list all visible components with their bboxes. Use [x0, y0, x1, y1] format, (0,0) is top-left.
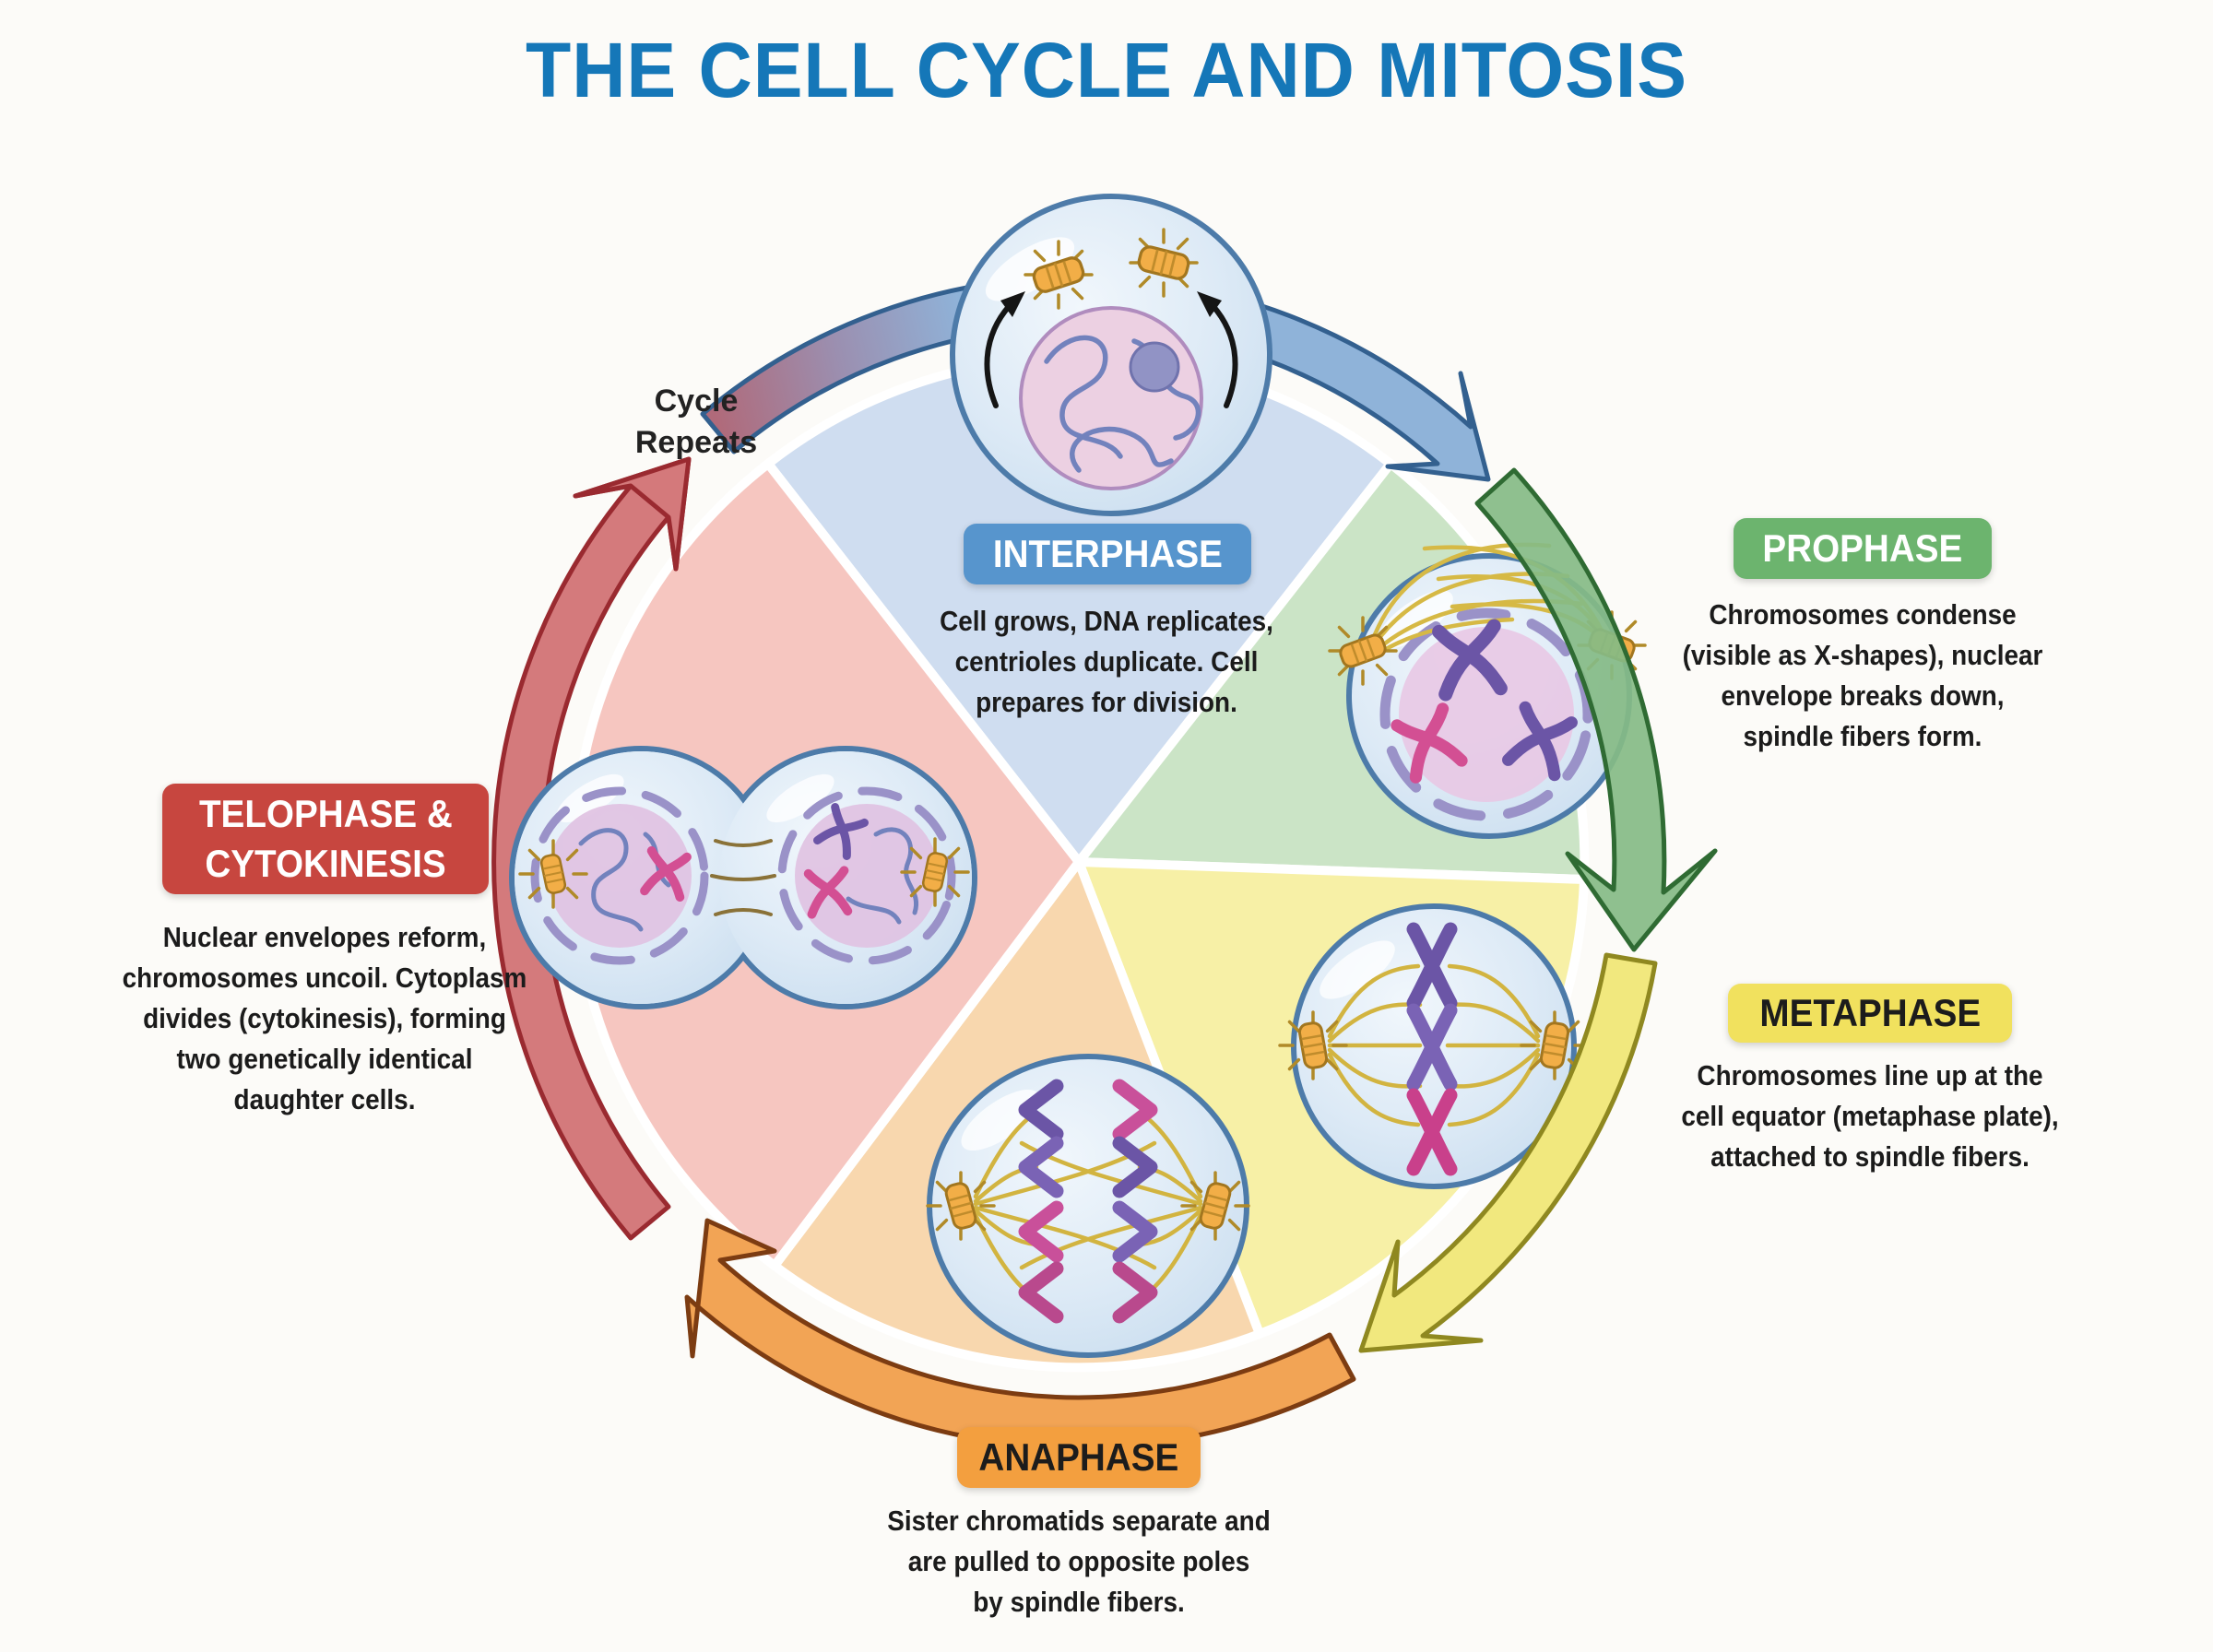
desc-line: are pulled to opposite poles: [907, 1545, 1250, 1577]
desc-line: Chromosomes line up at the: [1697, 1059, 2043, 1092]
nucleolus: [1129, 341, 1180, 393]
phase-badge-anaphase: ANAPHASE: [957, 1427, 1201, 1488]
desc-line: Sister chromatids separate and: [887, 1504, 1271, 1537]
nuclear-envelope: [777, 786, 956, 965]
cycle-arrows: [491, 274, 1718, 1450]
interphase-cell-illustration: [950, 194, 1272, 516]
nucleus: [1019, 306, 1203, 490]
duplication-arrow-icon: [984, 291, 1238, 408]
desc-line: Chromosomes condense: [1709, 598, 2017, 631]
telophase-cells-illustration: [509, 746, 977, 1009]
desc-line: cell equator (metaphase plate),: [1681, 1100, 2059, 1132]
phase-badge-interphase: INTERPHASE: [964, 524, 1251, 584]
desc-line: spindle fibers form.: [1743, 720, 1982, 752]
metaphase-cell-illustration: [1278, 903, 1590, 1189]
nucleus: [1399, 627, 1574, 802]
phase-description-interphase: Cell grows, DNA replicates, centrioles d…: [858, 601, 1355, 723]
desc-line: Cell grows, DNA replicates,: [940, 605, 1273, 637]
phase-badge-label: ANAPHASE: [978, 1435, 1179, 1479]
desc-line: divides (cytokinesis), forming: [143, 1002, 506, 1034]
cell-shine: [961, 1089, 1040, 1151]
nuclear-envelope-fragments: [1379, 608, 1593, 821]
cycle-repeats-line: Repeats: [634, 425, 758, 460]
desc-line: envelope breaks down,: [1721, 679, 2005, 712]
phase-badge-prophase: PROPHASE: [1734, 518, 1992, 579]
desc-line: chromosomes uncoil. Cytoplasm: [122, 962, 527, 994]
phase-description-anaphase: Sister chromatids separate and are pulle…: [838, 1501, 1320, 1622]
phase-badge-label: INTERPHASE: [992, 532, 1223, 575]
cycle-arrow-metaphase: [1358, 952, 1658, 1353]
phase-badge-label: TELOPHASE &: [198, 792, 453, 835]
cycle-arrow-prophase: [1474, 467, 1718, 952]
phase-badge-label: CYTOKINESIS: [205, 842, 446, 885]
cell-shine: [766, 773, 834, 823]
desc-line: by spindle fibers.: [973, 1586, 1185, 1618]
page-title: THE CELL CYCLE AND MITOSIS: [525, 27, 1688, 113]
phase-badge-telophase-cytokinesis: TELOPHASE & CYTOKINESIS: [162, 784, 489, 894]
desc-line: attached to spindle fibers.: [1710, 1140, 2030, 1173]
desc-line: daughter cells.: [233, 1083, 416, 1115]
phase-badge-metaphase: METAPHASE: [1728, 984, 2012, 1043]
nuclear-envelope: [530, 786, 709, 965]
cycle-arrow-telophase-head: [573, 456, 692, 572]
desc-line: two genetically identical: [176, 1043, 473, 1075]
phase-description-metaphase: Chromosomes line up at the cell equator …: [1646, 1056, 2094, 1177]
chromatin: [578, 827, 919, 932]
cycle-repeats-line: Cycle: [654, 384, 739, 419]
phase-badge-label: METAPHASE: [1759, 991, 1981, 1034]
cycle-repeats-label: Cycle Repeats: [562, 381, 830, 464]
anaphase-cell-illustration: [926, 1054, 1250, 1358]
desc-line: prepares for division.: [976, 686, 1237, 718]
desc-line: centrioles duplicate. Cell: [954, 645, 1259, 678]
desc-line: (visible as X-shapes), nuclear: [1682, 639, 2043, 671]
phase-badge-label: PROPHASE: [1762, 526, 1963, 570]
cell-shine: [1320, 940, 1395, 999]
nucleus: [795, 804, 939, 948]
midbody: [710, 839, 776, 916]
cell-shine: [985, 237, 1075, 301]
desc-line: Nuclear envelopes reform,: [162, 921, 487, 953]
phase-description-prophase: Chromosomes condense (visible as X-shape…: [1647, 595, 2078, 757]
phase-description-telophase-cytokinesis: Nuclear envelopes reform, chromosomes un…: [59, 917, 590, 1120]
